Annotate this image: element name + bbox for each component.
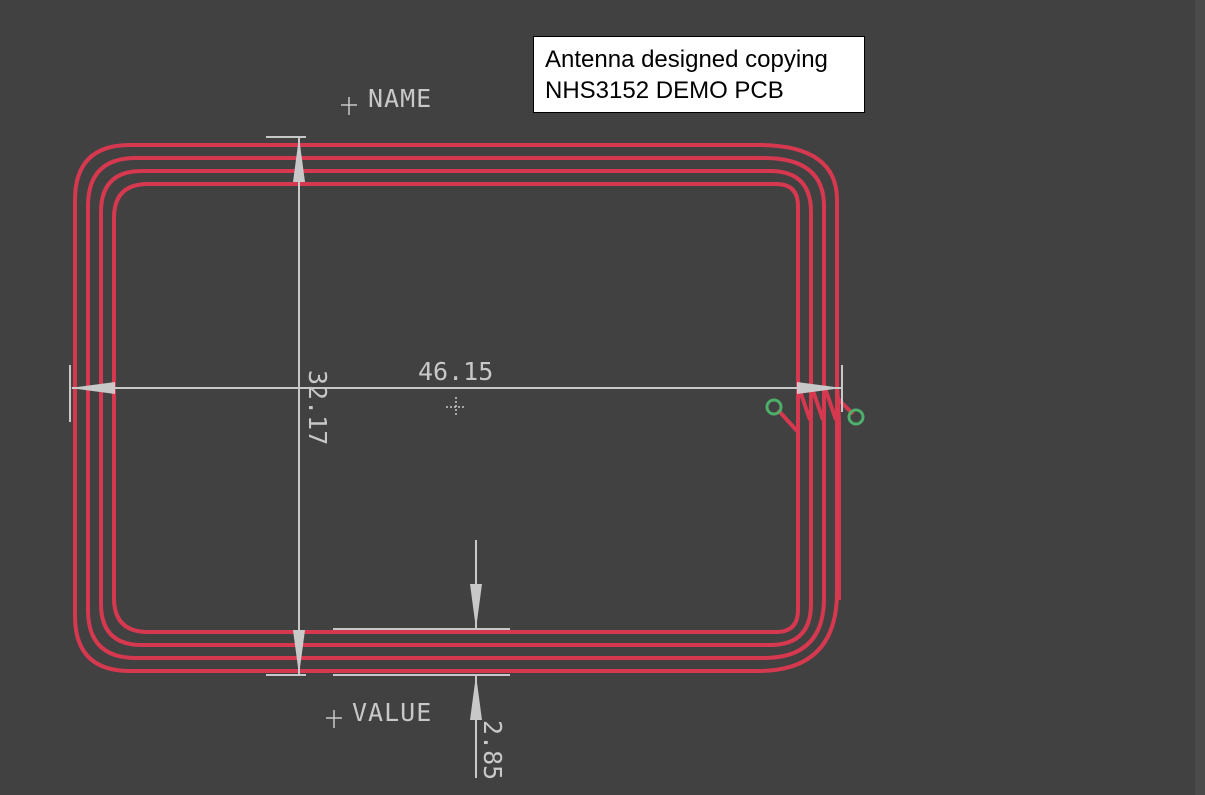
dimension-arrows	[70, 137, 842, 720]
arrow-width-left	[70, 382, 115, 394]
annotation-note: Antenna designed copying NHS3152 DEMO PC…	[533, 36, 865, 113]
pad-left[interactable]	[765, 398, 783, 416]
right-edge-panel	[1195, 0, 1205, 795]
lead-left	[776, 408, 800, 434]
height-dimension-text[interactable]: 32.17	[303, 370, 332, 445]
note-line-1: Antenna designed copying	[545, 46, 828, 73]
coil-turn-2	[99, 169, 825, 647]
name-label[interactable]: NAME	[368, 84, 432, 113]
pad-right[interactable]	[847, 408, 865, 426]
arrow-height-bottom	[293, 630, 305, 675]
arrow-width-right	[797, 382, 842, 394]
origin-markers	[326, 97, 466, 728]
value-label[interactable]: VALUE	[352, 698, 432, 727]
coil-turn-3	[86, 156, 838, 660]
dimension-lines	[69, 136, 843, 778]
arrow-clear-top	[470, 584, 482, 629]
antenna-coil	[73, 143, 855, 673]
coil-turn-1	[112, 182, 812, 634]
coil-turn-4	[73, 143, 841, 673]
note-line-2: NHS3152 DEMO PCB	[545, 77, 784, 104]
arrow-height-top	[293, 137, 305, 182]
width-dimension-text[interactable]: 46.15	[418, 357, 493, 386]
clearance-dimension-text[interactable]: 2.85	[478, 720, 507, 780]
arrow-clear-bottom	[470, 675, 482, 720]
